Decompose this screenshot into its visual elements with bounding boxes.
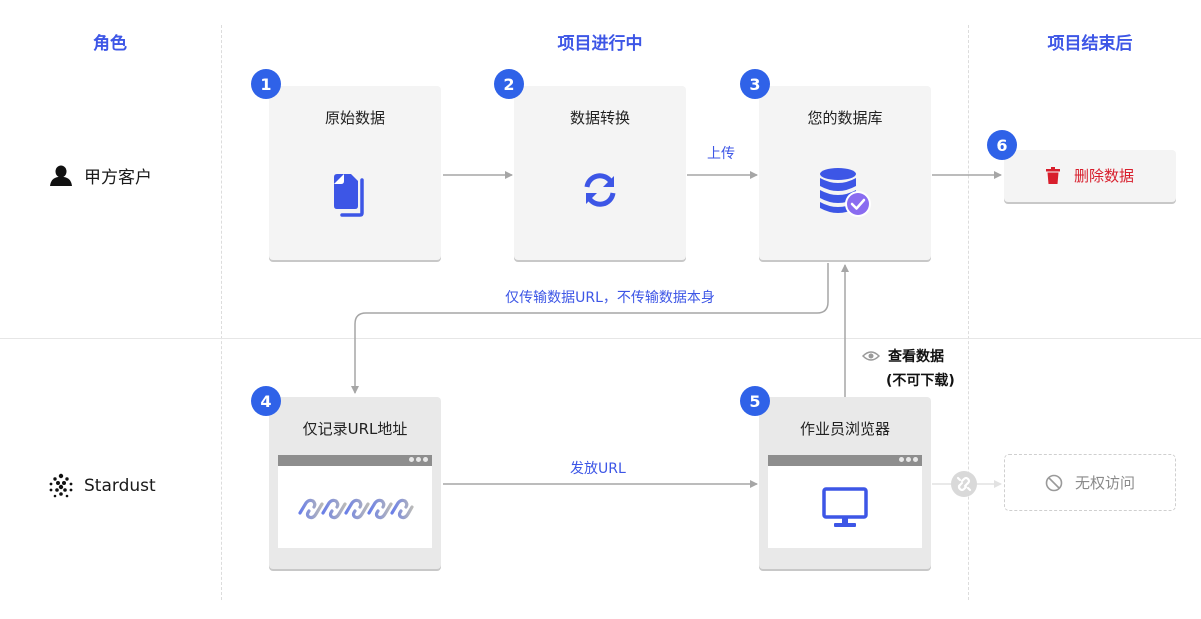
card-operator-browser-title: 作业员浏览器 <box>799 420 890 438</box>
step-badge-4: 4 <box>251 386 281 416</box>
divider-after <box>968 25 969 600</box>
monitor-icon <box>822 487 868 527</box>
broken-link-icon <box>951 471 977 497</box>
step-badge-5: 5 <box>740 386 770 416</box>
role-stardust: Stardust <box>48 473 156 499</box>
database-check-icon <box>820 168 871 217</box>
browser-titlebar <box>768 455 922 466</box>
card-your-database: 您的数据库 <box>759 86 931 260</box>
step-badge-6: 6 <box>987 130 1017 160</box>
forbidden-icon <box>1045 474 1063 491</box>
arrow-3-4 <box>351 263 829 394</box>
browser-titlebar <box>278 455 432 466</box>
step-badge-2: 2 <box>494 69 524 99</box>
column-title-after: 项目结束后 <box>1047 34 1133 54</box>
step-badge-1: 1 <box>251 69 281 99</box>
no-access-label: 无权访问 <box>1074 474 1135 492</box>
eye-icon <box>862 351 880 361</box>
role-client-label: 甲方客户 <box>84 168 152 188</box>
stardust-logo-icon <box>49 473 73 498</box>
label-issue-url: 发放URL <box>570 461 626 477</box>
person-icon <box>50 165 72 186</box>
card-raw-data: 原始数据 <box>269 86 441 260</box>
documents-icon <box>334 174 364 217</box>
link-chain-icon <box>298 498 414 520</box>
browser-window-operator <box>768 455 922 548</box>
delete-data-label: 删除数据 <box>1073 167 1134 185</box>
divider-role <box>221 25 222 600</box>
card-no-access: 无权访问 <box>1004 454 1176 511</box>
card-data-transform-title: 数据转换 <box>569 109 630 127</box>
view-data-note: 查看数据 (不可下载) <box>862 346 955 390</box>
no-download-label: (不可下载) <box>886 373 955 389</box>
view-data-label: 查看数据 <box>888 349 944 365</box>
step-badge-3: 3 <box>740 69 770 99</box>
card-data-transform: 数据转换 <box>514 86 686 260</box>
card-raw-data-title: 原始数据 <box>324 109 385 127</box>
label-url-only: 仅传输数据URL，不传输数据本身 <box>505 290 715 306</box>
card-delete-data: 删除数据 <box>1004 150 1176 202</box>
column-title-during: 项目进行中 <box>557 34 643 54</box>
card-record-url: 仅记录URL地址 <box>269 397 441 569</box>
sync-icon <box>584 173 616 207</box>
card-record-url-title: 仅记录URL地址 <box>302 420 408 438</box>
delete-data-row: 删除数据 <box>1004 165 1176 186</box>
role-stardust-label: Stardust <box>84 476 156 496</box>
trash-icon <box>1045 167 1060 184</box>
card-your-database-title: 您的数据库 <box>807 109 883 127</box>
card-operator-browser: 作业员浏览器 <box>759 397 931 569</box>
divider-rows <box>0 338 1201 339</box>
label-upload: 上传 <box>707 146 735 162</box>
role-client: 甲方客户 <box>48 163 152 188</box>
browser-window-url <box>278 455 432 548</box>
column-title-role: 角色 <box>93 34 127 54</box>
